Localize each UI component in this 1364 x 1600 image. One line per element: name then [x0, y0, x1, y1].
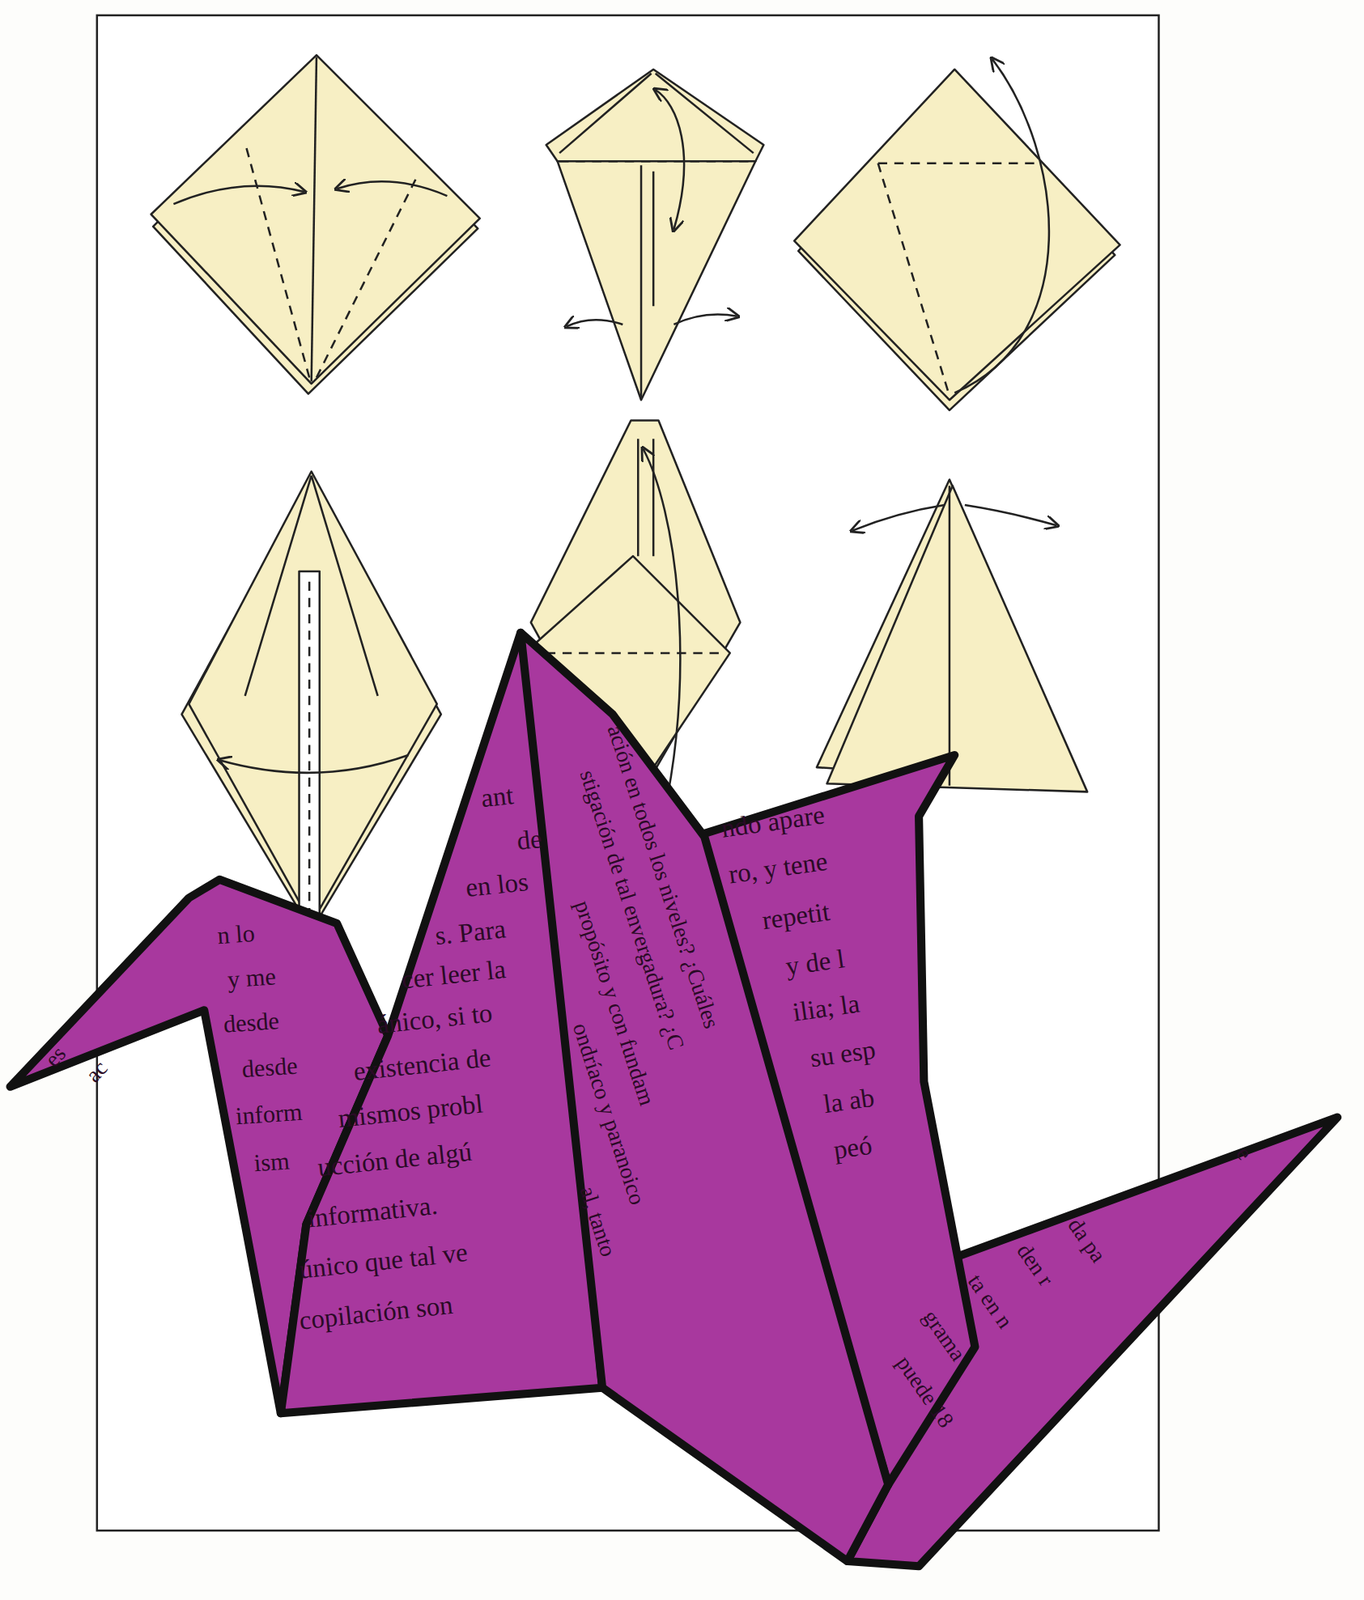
- paper-crane: [10, 633, 1339, 1568]
- newspaper-text: peó: [832, 1132, 874, 1165]
- newspaper-text: ta en n: [964, 1270, 1017, 1333]
- newspaper-text: desde: [222, 1008, 281, 1037]
- newspaper-text: al, tanto: [575, 1184, 620, 1261]
- newspaper-text: ac: [81, 1057, 112, 1088]
- newspaper-text: único que tal ve: [297, 1240, 469, 1284]
- newspaper-text: den r: [1012, 1240, 1058, 1291]
- newspaper-text: informativa.: [305, 1192, 439, 1233]
- newspaper-text: ant: [480, 782, 515, 813]
- newspaper-text: ism: [253, 1148, 291, 1176]
- newspaper-text: ro, y tene: [726, 848, 829, 889]
- newspaper-text: de: [515, 826, 544, 856]
- newspaper-text: ndo apare: [719, 802, 827, 843]
- newspaper-text: su esp: [808, 1036, 878, 1073]
- newspaper-text: ilia; la: [790, 990, 862, 1027]
- newspaper-text: repetit: [760, 898, 833, 935]
- newspaper-text: da pa: [1063, 1214, 1110, 1267]
- newspaper-text: inform: [234, 1099, 303, 1129]
- newspaper-text: puede 18: [892, 1352, 958, 1433]
- newspaper-text: copilación son: [297, 1291, 455, 1335]
- newspaper-text: n lo: [216, 921, 255, 948]
- newspaper-text: en los: [464, 869, 530, 903]
- newspaper-text: y me: [226, 964, 277, 992]
- newspaper-text: cer leer la: [399, 956, 507, 995]
- newspaper-text: ucción de algú: [316, 1138, 474, 1182]
- newspaper-text: mismos probl: [336, 1091, 485, 1133]
- newspaper-text: grama: [918, 1306, 969, 1366]
- newspaper-text: desde: [241, 1053, 299, 1082]
- newspaper-text: s. Para: [433, 916, 507, 951]
- newspaper-text: la ab: [821, 1084, 876, 1118]
- newspaper-text: y de l: [784, 946, 847, 982]
- newspaper-text: existencia de: [352, 1045, 493, 1086]
- newspaper-text: ánico, si to: [375, 1000, 494, 1040]
- newspaper-text: e: [1232, 1143, 1257, 1165]
- newspaper-text: es: [40, 1042, 70, 1072]
